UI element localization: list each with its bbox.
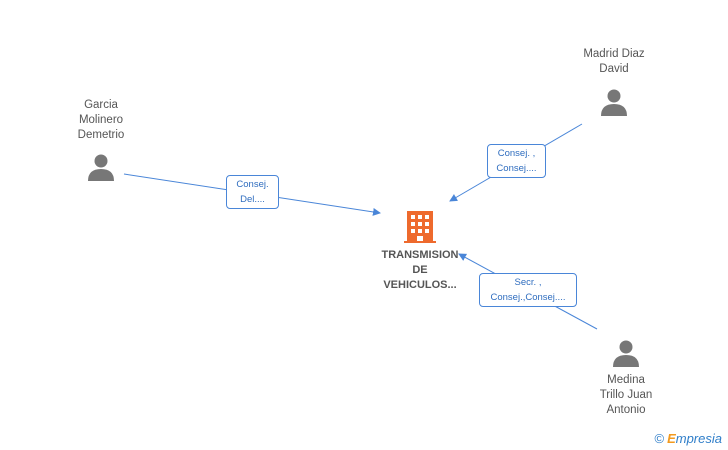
company-name-line: VEHICULOS... [383,279,457,291]
person-name-line: Madrid Diaz [583,48,645,60]
person-name-line: Demetrio [77,129,125,141]
company-name-line: TRANSMISION [381,249,459,261]
relation-line: Consej.... [496,163,537,174]
person-name-line: Medina [607,374,645,386]
relation-line: Secr. , [514,277,542,288]
building-icon [404,211,436,243]
brand-watermark: © Empresia [654,431,722,446]
person-icon [88,154,114,181]
copyright-symbol: © [654,431,665,446]
person-icon [613,340,639,367]
company-node[interactable]: TRANSMISION DE VEHICULOS... [360,209,480,293]
empresia-logo: Empresia [667,431,722,446]
person-name-line: Antonio [606,404,646,416]
relation-label-madrid[interactable]: Consej. , Consej.... [487,144,546,178]
person-name-line: David [599,63,629,75]
relation-label-garcia[interactable]: Consej. Del.... [226,175,279,209]
relation-line: Consej. , [497,148,536,159]
person-name-line: Molinero [78,114,124,126]
person-name-line: Trillo Juan [599,389,653,401]
person-node-garcia[interactable]: Garcia Molinero Demetrio [46,98,156,182]
person-icon [601,89,627,116]
relation-line: Consej. [236,179,269,190]
relation-label-medina[interactable]: Secr. , Consej.,Consej.... [479,273,577,307]
company-name-line: DE [412,264,428,276]
person-name-line: Garcia [84,99,118,111]
logo-text: mpresia [675,431,722,446]
logo-letter: E [667,431,676,446]
person-node-medina[interactable]: Medina Trillo Juan Antonio [571,338,681,418]
relation-line: Del.... [240,194,265,205]
person-node-madrid[interactable]: Madrid Diaz David [559,47,669,117]
relation-line: Consej.,Consej.... [490,292,566,303]
